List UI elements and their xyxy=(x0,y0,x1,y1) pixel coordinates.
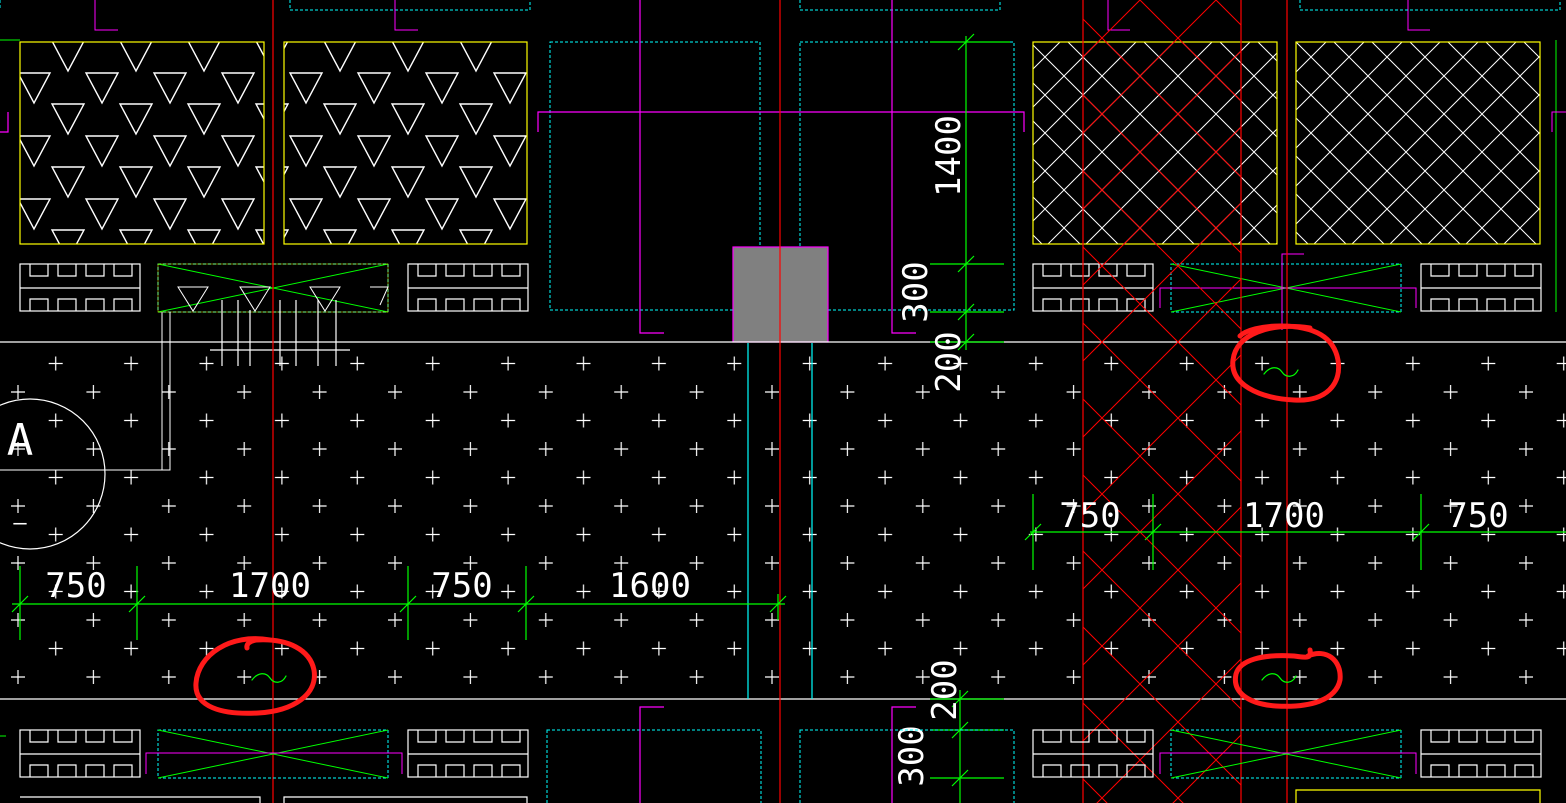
block-strip-lower-2 xyxy=(407,729,529,778)
markup-circle-bottom-right xyxy=(1232,647,1343,709)
dim-text-right-3: 750 xyxy=(1447,496,1508,536)
axis-bubble-label: A xyxy=(7,415,34,466)
dim-texts-right: 750 1700 750 xyxy=(1059,496,1508,536)
dim-texts-vertical-upper: 1400 300 200 xyxy=(896,115,969,393)
slab-plus-hatch xyxy=(0,341,1566,700)
block-strip-upper-2 xyxy=(407,263,529,312)
dim-lines-vertical-upper xyxy=(930,33,1010,351)
block-strip-lower-4 xyxy=(1420,729,1542,778)
dim-text-vertical-upper-3: 200 xyxy=(929,331,969,392)
red-crosshatch-band xyxy=(1082,0,1242,803)
block-strip-lower-1 xyxy=(19,729,528,803)
dim-text-lower-left-2: 1700 xyxy=(229,566,311,606)
dim-text-lower-left-3: 750 xyxy=(431,566,492,606)
magenta-section-marks-top xyxy=(0,0,1025,334)
dim-text-lower-left-4: 1600 xyxy=(609,566,691,606)
markup-circle-top-right xyxy=(1230,323,1342,403)
dim-text-right-2: 1700 xyxy=(1243,496,1325,536)
dim-texts-lower-left: 750 1700 750 1600 xyxy=(45,566,691,606)
block-strip-upper-1 xyxy=(19,263,141,312)
pit-top-right xyxy=(799,41,1015,311)
footing-triangle-right xyxy=(283,41,528,245)
dim-text-right-1: 750 xyxy=(1059,496,1120,536)
dim-text-vertical-upper-2: 300 xyxy=(896,261,936,322)
pit-bottom xyxy=(546,706,1541,803)
dim-texts-vertical-lower: 200 300 xyxy=(892,659,965,786)
dim-text-vertical-upper-1: 1400 xyxy=(929,115,969,197)
dim-lines-lower-left xyxy=(11,566,787,640)
green-x-box-lower-left xyxy=(145,729,403,779)
pit-top-left xyxy=(549,41,761,311)
footing-triangle-left xyxy=(19,41,265,245)
dim-text-lower-left-1: 750 xyxy=(45,566,106,606)
top-edge-fragments xyxy=(0,0,1561,31)
dim-text-vertical-lower-2: 300 xyxy=(892,725,932,786)
markup-circle-bottom-left xyxy=(193,636,317,716)
footing-crosshatch-right xyxy=(1295,41,1541,245)
green-x-box-lower-right xyxy=(1159,729,1417,779)
axis-bubble-sub-label: — xyxy=(13,511,27,536)
block-strip-lower-3 xyxy=(1032,729,1154,778)
axis-bubble-a: A — xyxy=(0,398,106,550)
dim-lines-right xyxy=(1024,494,1566,570)
block-strip-upper-4 xyxy=(1420,263,1542,312)
right-edge-fragments xyxy=(0,39,1566,737)
cyan-slab-lines xyxy=(747,343,813,699)
dim-text-vertical-lower-1: 200 xyxy=(925,659,965,720)
